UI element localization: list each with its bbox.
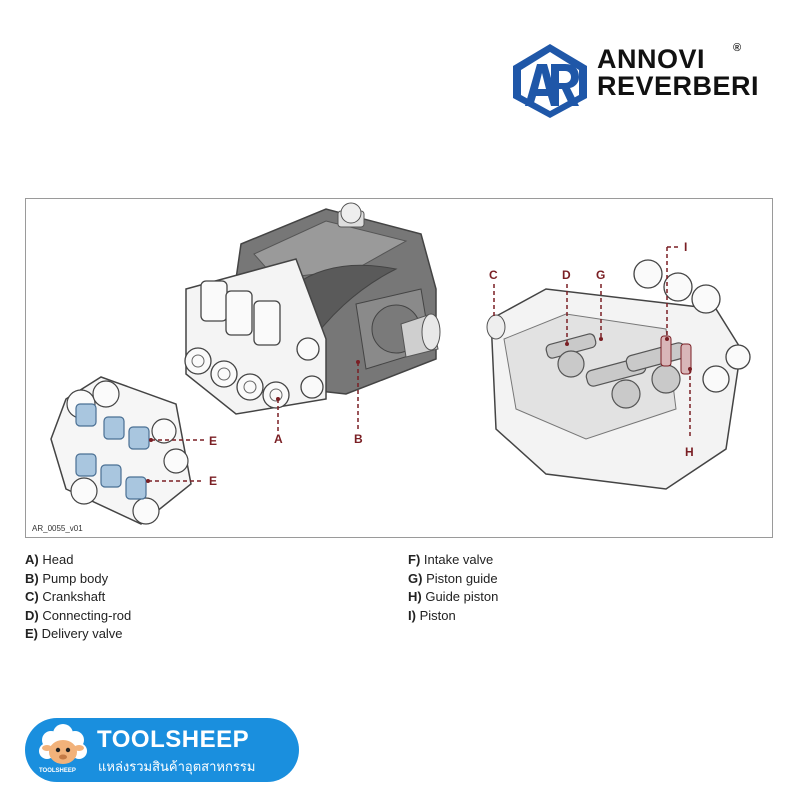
registered-mark: ® (733, 42, 742, 54)
toolsheep-title: TOOLSHEEP (97, 726, 250, 753)
legend-item: E) Delivery valve (25, 626, 123, 641)
legend-item: C) Crankshaft (25, 589, 106, 604)
brand-line-2: REVERBERI (597, 71, 760, 101)
callout-e-upper: E (209, 434, 218, 448)
pump-diagram: A B C D G I H E E AR_0055_v01 (25, 198, 773, 538)
legend-item: A) Head (25, 552, 74, 567)
brand-name: ANNOVI REVERBERI (597, 46, 759, 100)
callout-g: G (596, 268, 606, 282)
ar-monogram-icon (513, 44, 587, 118)
assembled-pump (184, 202, 441, 415)
pump-illustration (50, 202, 751, 525)
diagram-code: AR_0055_v01 (32, 524, 83, 533)
sheep-mascot-icon (39, 724, 87, 764)
annovi-reverberi-logo: ANNOVI REVERBERI ® (505, 40, 775, 120)
exploded-head (50, 376, 192, 525)
legend-item: G) Piston guide (408, 570, 498, 586)
legend-item: I) Piston (408, 607, 456, 623)
toolsheep-badge[interactable]: TOOLSHEEP TOOLSHEEP แหล่งรวมสินค้าอุตสาห… (25, 718, 299, 782)
toolsheep-subtitle: แหล่งรวมสินค้าอุตสาหกรรม (98, 759, 256, 774)
callout-a: A (274, 432, 283, 446)
callout-d: D (562, 268, 571, 282)
callout-e-lower: E (209, 474, 218, 488)
leader-lines (148, 246, 691, 482)
legend-item: H) Guide piston (408, 589, 499, 604)
mascot-text: TOOLSHEEP (39, 768, 76, 774)
legend-item: D) Connecting-rod (25, 607, 132, 623)
callout-h: H (685, 445, 694, 459)
leader-dots (146, 337, 692, 483)
cutaway-pump (486, 259, 751, 490)
legend-item: F) Intake valve (408, 552, 494, 567)
callout-b: B (354, 432, 363, 446)
brand-line-1: ANNOVI (597, 44, 706, 74)
legend-item: B) Pump body (25, 570, 109, 586)
legend-left: A) Head B) Pump body C) Crankshaft D) Co… (25, 551, 131, 644)
legend-right: F) Intake valve G) Piston guide H) Guide… (408, 551, 498, 625)
callout-i: I (684, 240, 688, 254)
callout-c: C (489, 268, 498, 282)
